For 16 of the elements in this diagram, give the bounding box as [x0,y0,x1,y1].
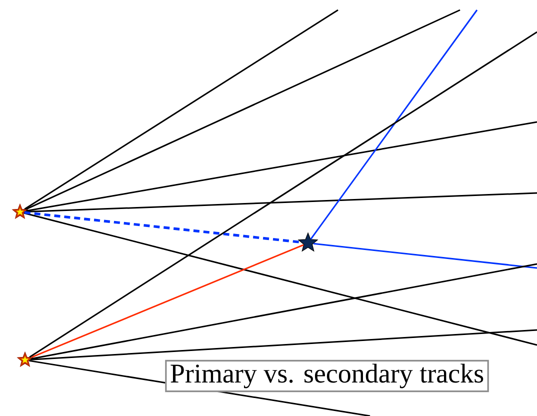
track-line [29,31,537,358]
track-line [24,211,301,244]
track-line [313,242,537,269]
track-line [24,212,537,346]
track-line [31,263,537,360]
track-line [26,121,537,212]
caption-box: Primary vs. secondary tracks [165,360,489,392]
track-line [25,192,537,213]
vertex-star [17,352,33,367]
track-line [31,244,304,358]
track-line [29,360,370,416]
vertex-star [12,204,28,219]
track-line [30,329,537,360]
track-line [310,10,478,240]
track-line [24,9,338,210]
track-line [26,9,460,210]
